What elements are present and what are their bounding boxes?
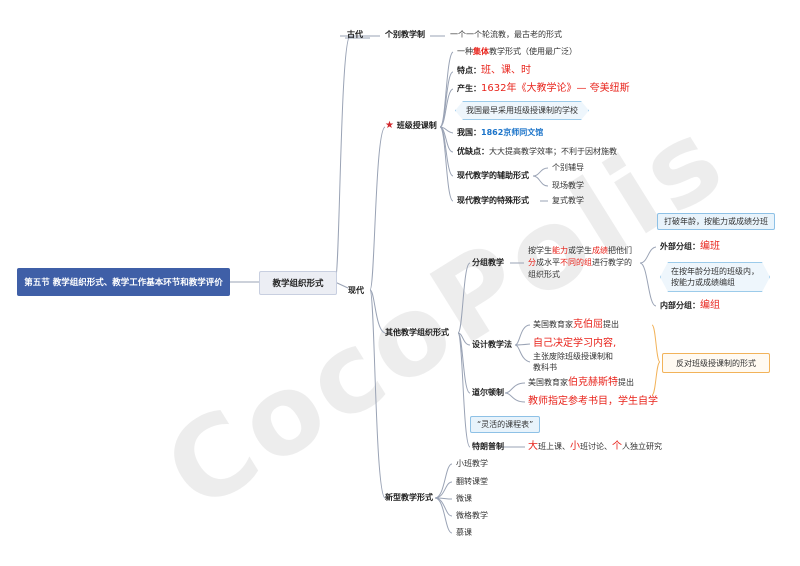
grouping-desc-line1: 按学生能力或学生成绩把他们	[528, 245, 632, 256]
ancient-node[interactable]: 古代	[347, 30, 363, 39]
design-line2: 自己决定学习内容,	[533, 338, 617, 349]
dalton-line1: 美国教育家伯克赫斯特提出	[528, 377, 634, 388]
external-value: 编班	[700, 241, 720, 252]
special-forms-node[interactable]: 现代教学的特殊形式	[457, 196, 529, 205]
t5: 个	[612, 441, 622, 452]
internal-value: 编组	[700, 300, 720, 311]
feature-label: 特点：	[457, 66, 481, 75]
origin-value: 1632年《大教学论》— 夸美纽斯	[481, 83, 630, 94]
intro-em: 集体	[473, 47, 489, 56]
g2a: 分	[528, 258, 536, 267]
new-form-item: 微格教学	[456, 511, 488, 520]
aux-item-0: 个别辅导	[552, 163, 584, 172]
external-grouping: 外部分组：编班	[660, 241, 720, 252]
intro-pre: 一种	[457, 47, 473, 56]
grouping-desc-line3: 组织形式	[528, 270, 560, 279]
new-form-item: 微课	[456, 494, 472, 503]
pros-value: 大大提高教学效率；不利于因材施教	[489, 147, 617, 156]
class-pros: 优缺点：大大提高教学效率；不利于因材施教	[457, 146, 617, 157]
class-china: 我国：1862京师同文馆	[457, 127, 543, 138]
class-intro: 一种集体教学形式（使用最广泛）	[457, 46, 577, 57]
grouping-desc-line2: 分成水平不同的组进行教学的	[528, 257, 632, 268]
external-note-callout: 打破年龄，按能力或成绩分班	[657, 213, 775, 230]
other-forms-node[interactable]: 其他教学组织形式	[385, 328, 449, 337]
china-value: 1862京师同文馆	[481, 128, 544, 137]
class-system-node[interactable]: ★ 班级授课制	[385, 120, 437, 131]
g2b: 成水平	[536, 258, 560, 267]
internal-label: 内部分组：	[660, 301, 700, 310]
topic-node[interactable]: 教学组织形式	[259, 271, 337, 295]
new-form-item: 小班教学	[456, 459, 488, 468]
external-label: 外部分组：	[660, 242, 700, 251]
origin-label: 产生：	[457, 84, 481, 93]
internal-note-2: 按能力或成绩编组	[671, 278, 735, 287]
design-name: 克伯屈	[573, 319, 603, 330]
t6: 人独立研究	[622, 442, 662, 451]
dalton-pre: 美国教育家	[528, 378, 568, 387]
aux-item-1: 现场教学	[552, 181, 584, 190]
internal-grouping: 内部分组：编组	[660, 300, 720, 311]
special-form-value: 复式教学	[552, 196, 584, 205]
dalton-post: 提出	[618, 378, 634, 387]
g1d: 成绩	[592, 246, 608, 255]
trump-node[interactable]: 特朗普制	[472, 442, 504, 451]
aux-forms-node[interactable]: 现代教学的辅助形式	[457, 171, 529, 180]
trump-desc: 大班上课、小班讨论、个人独立研究	[528, 441, 662, 452]
design-pre: 美国教育家	[533, 320, 573, 329]
design-line1: 美国教育家克伯屈提出	[533, 319, 619, 330]
class-feature: 特点：班、课、时	[457, 65, 531, 76]
pros-label: 优缺点：	[457, 147, 489, 156]
dalton-node[interactable]: 道尔顿制	[472, 388, 504, 397]
china-note-callout: 我国最早采用班级授课制的学校	[455, 101, 589, 120]
g2d: 进行教学的	[592, 258, 632, 267]
internal-note-1: 在按年龄分班的班级内，	[671, 267, 759, 276]
design-line3: 主张废除班级授课制和	[533, 352, 613, 361]
individual-teaching-desc: 一个一个轮流教，最古老的形式	[450, 30, 562, 39]
g1a: 按学生	[528, 246, 552, 255]
new-form-item: 翻转课堂	[456, 477, 488, 486]
t3: 小	[570, 441, 580, 452]
oppose-class-system-label: 反对班级授课制的形式	[662, 353, 770, 373]
class-origin: 产生：1632年《大教学论》— 夸美纽斯	[457, 83, 630, 94]
g1c: 或学生	[568, 246, 592, 255]
dalton-line2: 教师指定参考书目，学生自学	[528, 396, 658, 407]
new-forms-node[interactable]: 新型教学形式	[385, 493, 433, 502]
individual-teaching-node[interactable]: 个别教学制	[385, 30, 425, 39]
t1: 大	[528, 441, 538, 452]
g1e: 把他们	[608, 246, 632, 255]
new-form-item: 慕课	[456, 528, 472, 537]
g2c: 不同的组	[560, 258, 592, 267]
design-line4: 教科书	[533, 363, 557, 372]
star-icon: ★	[385, 120, 394, 131]
class-system-label: 班级授课制	[396, 121, 437, 130]
modern-node[interactable]: 现代	[348, 286, 364, 295]
design-post: 提出	[603, 320, 619, 329]
t2: 班上课、	[538, 442, 570, 451]
design-method-node[interactable]: 设计教学法	[472, 340, 512, 349]
g1b: 能力	[552, 246, 568, 255]
intro-post: 教学形式（使用最广泛）	[489, 47, 577, 56]
root-node[interactable]: 第五节 教学组织形式、教学工作基本环节和教学评价	[17, 268, 230, 296]
t4: 班讨论、	[580, 442, 612, 451]
grouping-node[interactable]: 分组教学	[472, 258, 504, 267]
trump-note-callout: “灵活的课程表”	[470, 416, 541, 433]
china-label: 我国：	[457, 128, 481, 137]
dalton-name: 伯克赫斯特	[568, 377, 618, 388]
internal-note-callout: 在按年龄分班的班级内， 按能力或成绩编组	[660, 262, 770, 292]
feature-value: 班、课、时	[481, 65, 531, 76]
